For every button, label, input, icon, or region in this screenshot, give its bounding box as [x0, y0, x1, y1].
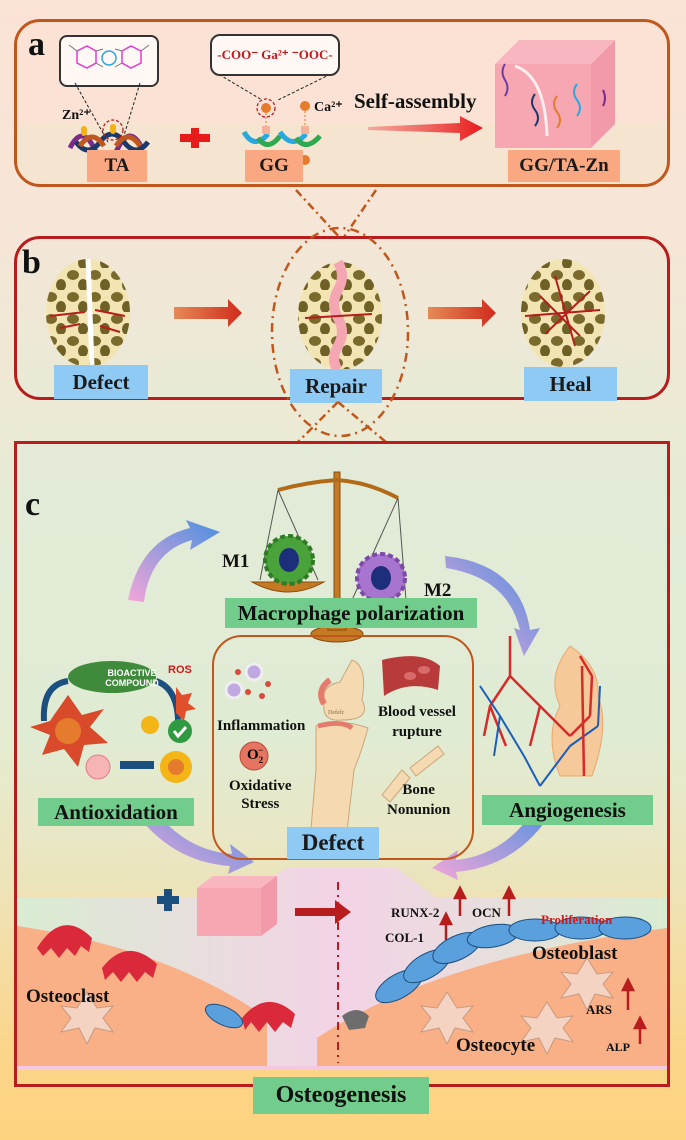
osteocyte-label: Osteocyte — [456, 1035, 536, 1056]
plus-icon — [180, 128, 210, 148]
bone-defect-image — [46, 258, 130, 368]
panel-c-label: c — [25, 486, 41, 523]
joint-bone-icon — [309, 659, 369, 841]
inflammation-label: Inflammation — [217, 718, 306, 734]
osteocyte-icons — [59, 957, 615, 1056]
antioxidation-tag: Antioxidation — [38, 798, 194, 826]
arrow-defect-to-repair — [174, 299, 242, 327]
macrophage-polarization-tag: Macrophage polarization — [225, 598, 477, 628]
self-assembly-arrow-icon — [368, 116, 483, 141]
self-assembly-label: Self-assembly — [354, 89, 477, 113]
proliferation-label: Proliferation — [541, 912, 613, 927]
defect-box-illustration — [224, 656, 445, 841]
col1-label: COL-1 — [385, 930, 424, 945]
gg-chem-text: -COO⁻ Ga²⁺ ⁻OOC- — [217, 47, 333, 62]
connector-a-b — [295, 189, 378, 241]
m1-macrophage-icon — [263, 534, 315, 586]
ta-chem-structure-box — [59, 35, 159, 87]
defect-box — [212, 635, 474, 860]
hydrogel-cube-icon — [495, 40, 615, 148]
blood-vessel-icon — [382, 656, 440, 696]
cycle-arrows — [128, 520, 554, 880]
antioxidation-illustration — [30, 661, 196, 783]
stage-repair-tag: Repair — [290, 369, 382, 403]
angiogenesis-illustration — [479, 636, 604, 787]
osteogenesis-tag: Osteogenesis — [253, 1077, 429, 1114]
bone-repair-image — [270, 226, 410, 438]
gg-ta-zn-tag: GG/TA-Zn — [508, 150, 620, 182]
divider — [17, 1066, 667, 1070]
arrow-angiogenesis-to-osteogenesis — [432, 800, 554, 880]
angiogenesis-tag: Angiogenesis — [482, 795, 653, 825]
arrow-antioxidation-to-osteogenesis — [132, 800, 254, 874]
alp-label: ALP — [606, 1040, 630, 1054]
m1-label: M1 — [222, 551, 250, 572]
osteoclast-label: Osteoclast — [26, 986, 110, 1007]
gg-chem-box: -COO⁻ Ga²⁺ ⁻OOC- — [210, 34, 340, 76]
stage-heal-tag: Heal — [524, 367, 617, 401]
ta-zoom-lines — [74, 71, 336, 143]
broken-bone-icon — [381, 745, 445, 803]
stage-defect-tag: Defect — [54, 365, 148, 399]
gg-tag: GG — [245, 150, 303, 182]
panel-a-label: a — [28, 26, 45, 63]
bone-stages — [46, 226, 605, 438]
defect-title-tag: Defect — [287, 827, 379, 859]
ocn-label: OCN — [472, 905, 501, 920]
ros-label: ROS — [168, 664, 192, 676]
panel-b-label: b — [22, 244, 41, 281]
marker-up-arrows — [438, 885, 648, 1044]
osteoblast-label: Osteoblast — [532, 943, 618, 964]
bone-heal-image — [521, 259, 605, 367]
ars-label: ARS — [586, 1002, 613, 1017]
zn-ion-label: Zn²⁺ — [62, 108, 91, 123]
osteogenesis-scene — [17, 868, 667, 1068]
o2-radical-label: O2− — [247, 745, 264, 765]
ta-tag: TA — [87, 150, 147, 182]
hydrogel-cube-small-icon — [197, 876, 277, 936]
osteoblast-chain-icon — [375, 916, 652, 1004]
arrow-repair-to-heal — [428, 299, 496, 327]
m2-macrophage-icon — [355, 552, 407, 604]
m2-label: M2 — [424, 580, 452, 601]
connector-b-c — [297, 401, 387, 443]
joint-defect-label: Defefc — [328, 710, 345, 716]
ca-ion-label: Ca²⁺ — [314, 100, 343, 115]
arrow-antioxidation-to-macrophage — [128, 520, 220, 602]
catechol-zn-structure-icon — [68, 44, 150, 69]
arrow-macrophage-to-angiogenesis — [445, 556, 540, 656]
osteoclast-icon — [37, 925, 295, 1032]
runx2-label: RUNX-2 — [391, 905, 440, 920]
